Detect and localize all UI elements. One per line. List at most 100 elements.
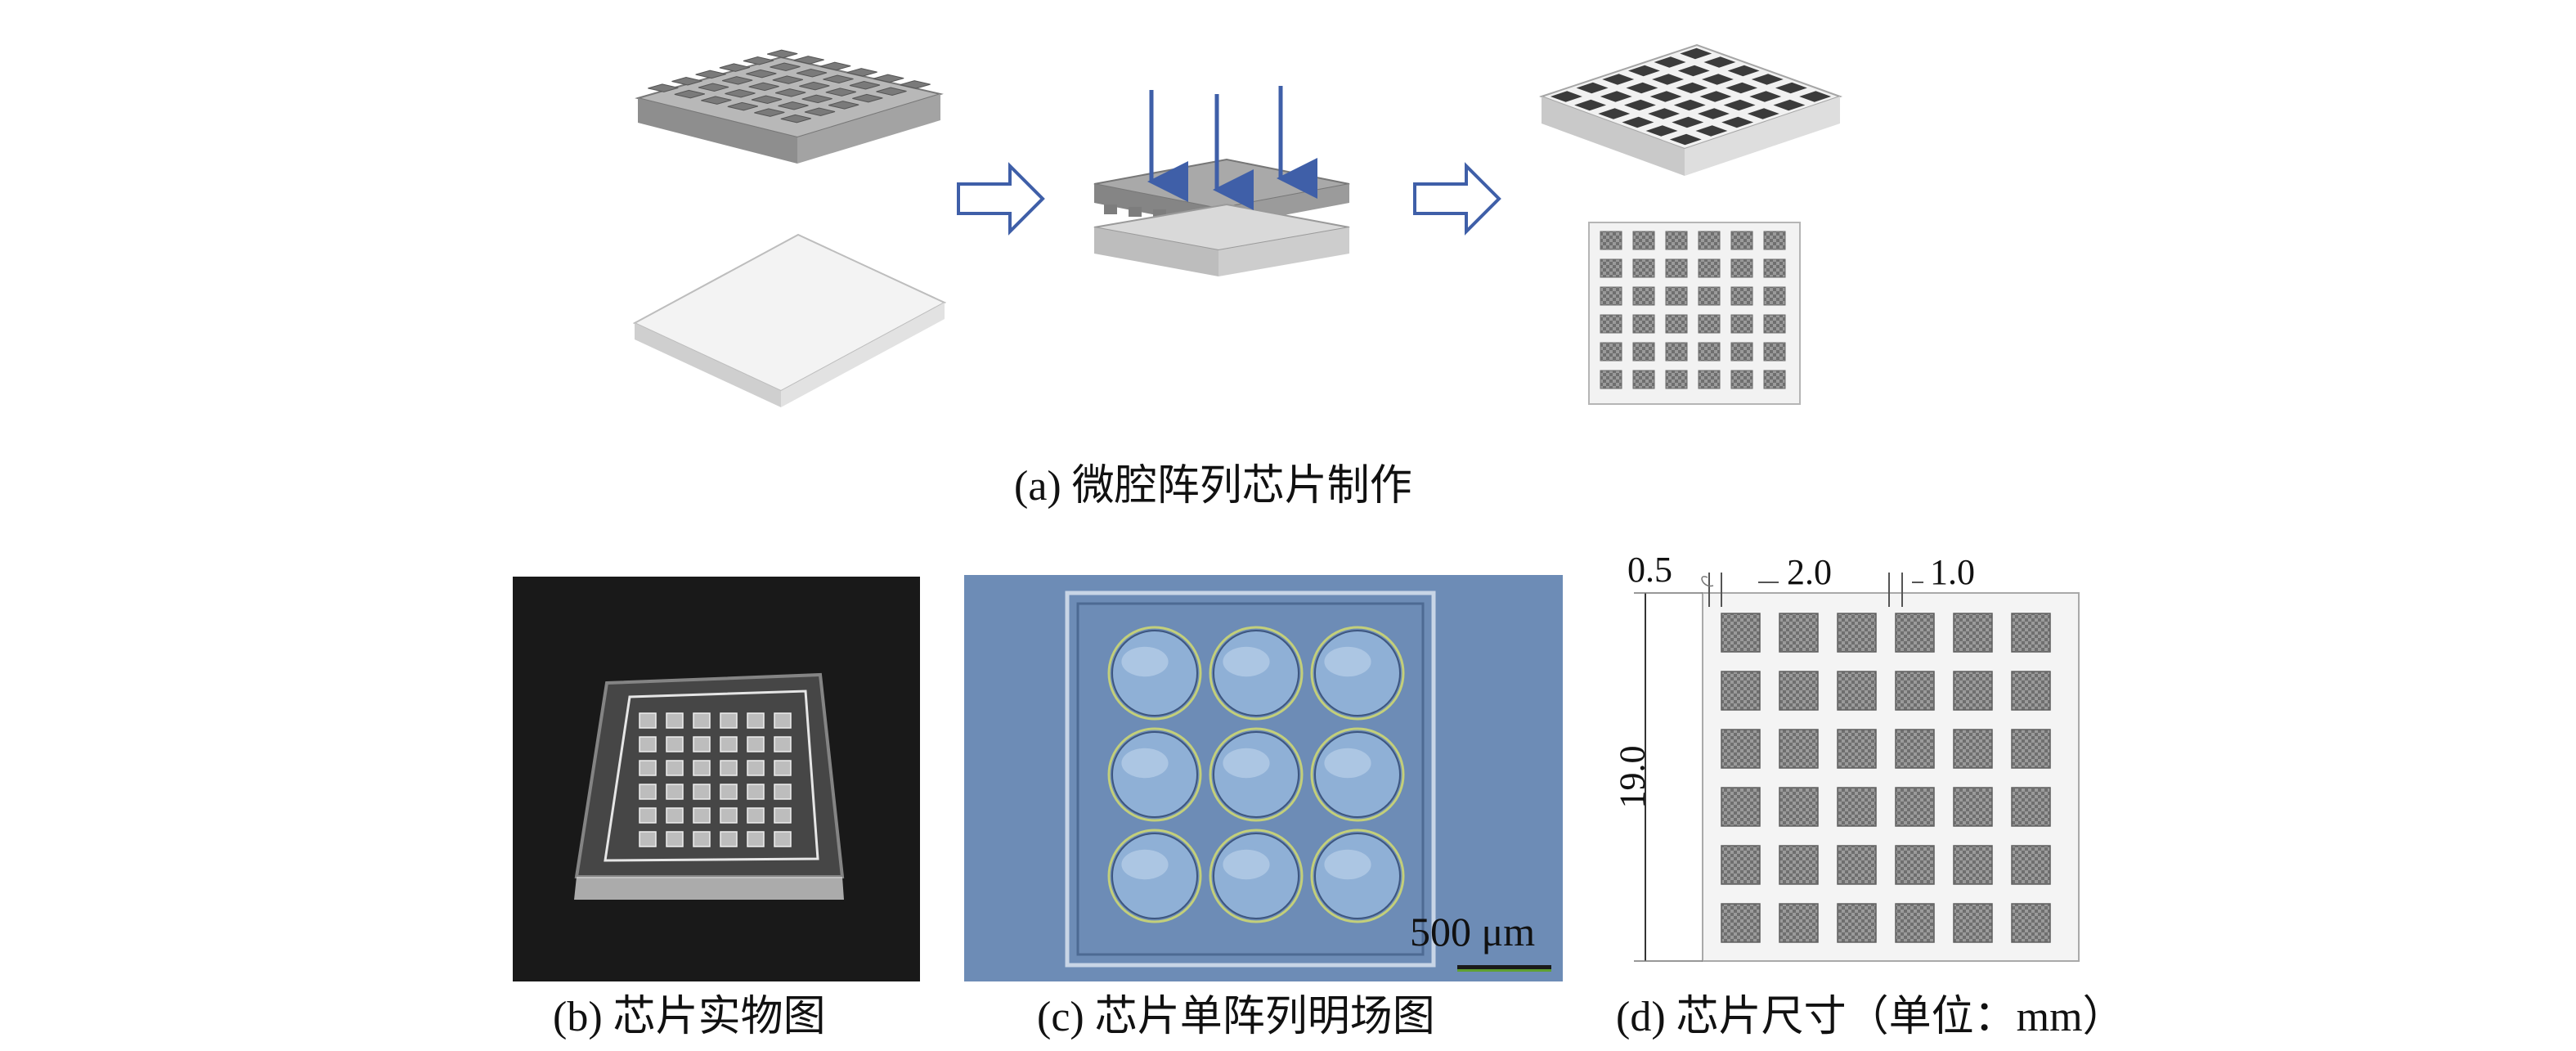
chip-photo-cavities bbox=[639, 712, 792, 847]
cavity-hole bbox=[1723, 99, 1756, 111]
photo-cavity bbox=[693, 831, 711, 847]
mold-tooth bbox=[1104, 204, 1117, 214]
photo-cavity bbox=[693, 807, 711, 824]
topview-cavity bbox=[1665, 258, 1688, 278]
cavity-hole bbox=[1622, 116, 1654, 128]
dimension-cavity bbox=[1721, 903, 1761, 943]
dim-cavity-gap: 1.0 bbox=[1930, 552, 1975, 592]
mold-pillar bbox=[719, 63, 750, 72]
topview-cavity bbox=[1600, 231, 1622, 250]
cavity-hole bbox=[1799, 91, 1832, 102]
well-rim bbox=[1107, 829, 1202, 923]
photo-cavity bbox=[774, 712, 792, 729]
panel-a bbox=[632, 43, 1843, 407]
dimension-cavity bbox=[1837, 787, 1877, 827]
photo-cavity bbox=[666, 831, 684, 847]
topview-cavity bbox=[1698, 286, 1721, 306]
mold-pillar bbox=[873, 74, 904, 83]
mold-pillar bbox=[767, 49, 798, 59]
dimension-cavity bbox=[1895, 903, 1935, 943]
topview-cavity bbox=[1665, 286, 1688, 306]
topview-cavity bbox=[1632, 342, 1655, 362]
photo-cavity bbox=[639, 760, 657, 776]
caption-c: (c) 芯片单阵列明场图 bbox=[1037, 994, 1435, 1040]
photo-cavity bbox=[666, 736, 684, 752]
cavity-hole bbox=[1598, 108, 1631, 119]
dimension-cavity bbox=[1837, 671, 1877, 711]
topview-cavity bbox=[1698, 370, 1721, 389]
cavity-hole bbox=[1677, 65, 1710, 77]
dimension-cavity bbox=[1721, 845, 1761, 885]
mold-tooth bbox=[1129, 207, 1142, 217]
dimension-cavity bbox=[1837, 845, 1877, 885]
microcavity-chip-topview bbox=[1588, 222, 1801, 405]
dimension-cavity bbox=[1779, 613, 1819, 653]
mold-pillar bbox=[825, 88, 856, 97]
topview-cavity bbox=[1730, 342, 1753, 362]
mold-pillar bbox=[801, 94, 832, 104]
dimension-cavity bbox=[1721, 671, 1761, 711]
mold-pillar bbox=[772, 75, 803, 84]
mold-pillar bbox=[746, 69, 777, 79]
dimension-cavity bbox=[1895, 671, 1935, 711]
topview-cavity bbox=[1730, 314, 1753, 334]
topview-cavity bbox=[1665, 342, 1688, 362]
brightfield-wells bbox=[1107, 626, 1405, 923]
cavity-hole bbox=[1721, 116, 1754, 128]
pdms-block bbox=[632, 233, 947, 407]
mold-pillar bbox=[701, 96, 732, 105]
topview-cavity bbox=[1698, 342, 1721, 362]
dimension-cavity bbox=[2011, 903, 2051, 943]
photo-cavity bbox=[666, 712, 684, 729]
dimension-cavity bbox=[1779, 845, 1819, 885]
well-highlight bbox=[1324, 849, 1371, 880]
dimension-cavity bbox=[1779, 903, 1819, 943]
topview-cavity bbox=[1763, 342, 1786, 362]
photo-cavity bbox=[693, 712, 711, 729]
topview-cavity bbox=[1698, 231, 1721, 250]
photo-cavity bbox=[720, 760, 738, 776]
cavity-hole bbox=[1574, 99, 1607, 111]
dimension-cavity bbox=[1837, 903, 1877, 943]
mold-pillar bbox=[778, 101, 809, 110]
topview-cavity bbox=[1730, 231, 1753, 250]
dimension-cavity bbox=[2011, 671, 2051, 711]
topview-cavity bbox=[1600, 286, 1622, 306]
dimension-cavity bbox=[1953, 671, 1993, 711]
photo-cavity bbox=[693, 784, 711, 800]
well-highlight bbox=[1324, 646, 1371, 677]
topview-cavity bbox=[1600, 370, 1622, 389]
cavity-hole bbox=[1751, 74, 1784, 85]
photo-cavity bbox=[693, 760, 711, 776]
mold-pillar bbox=[799, 81, 830, 91]
photo-cavity bbox=[639, 784, 657, 800]
mold-pillar bbox=[671, 76, 702, 86]
photo-cavity bbox=[639, 736, 657, 752]
cavity-hole bbox=[1623, 99, 1656, 111]
dimension-cavity-grid bbox=[1721, 613, 2051, 943]
cavity-hole bbox=[1676, 82, 1708, 94]
photo-cavity bbox=[747, 807, 765, 824]
cavity-hole bbox=[1695, 125, 1728, 137]
caption-d: (d) 芯片尺寸（单位：mm） bbox=[1616, 994, 2125, 1040]
topview-cavity bbox=[1665, 314, 1688, 334]
cavity-hole bbox=[1680, 47, 1712, 60]
mold-pillar bbox=[849, 80, 881, 90]
photo-cavity bbox=[666, 807, 684, 824]
topview-cavity bbox=[1600, 342, 1622, 362]
cavity-hole bbox=[1602, 74, 1635, 85]
photo-cavity bbox=[666, 760, 684, 776]
well-rim bbox=[1209, 829, 1304, 923]
dimension-cavity bbox=[1721, 787, 1761, 827]
well-highlight bbox=[1223, 748, 1270, 779]
photo-cavity bbox=[666, 784, 684, 800]
topview-cavity bbox=[1763, 370, 1786, 389]
mold-pillar bbox=[780, 114, 811, 124]
mold-pillar bbox=[793, 56, 824, 65]
well-highlight bbox=[1121, 646, 1169, 677]
panel-d-drawing bbox=[1634, 573, 2080, 962]
photo-cavity bbox=[774, 760, 792, 776]
photo-cavity bbox=[720, 784, 738, 800]
cavity-hole bbox=[1648, 108, 1681, 119]
